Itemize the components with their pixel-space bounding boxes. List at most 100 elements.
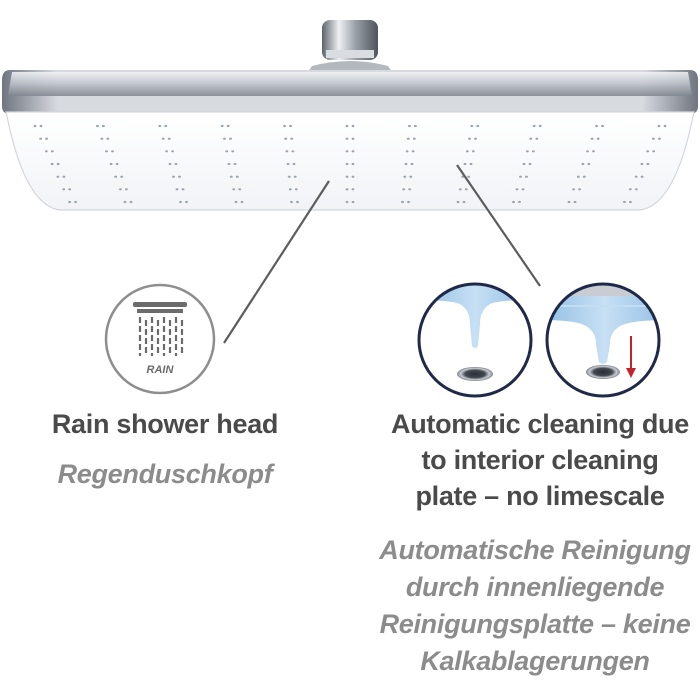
spray-nozzle (238, 188, 242, 191)
spray-nozzle (106, 137, 110, 140)
rain-icon-label: RAIN (147, 364, 175, 376)
spray-nozzle (403, 175, 407, 178)
spray-nozzle (178, 175, 181, 178)
spray-nozzle (351, 124, 355, 128)
spray-nozzle (408, 124, 411, 128)
spray-nozzle (109, 162, 113, 166)
spray-nozzle (464, 188, 468, 191)
cleaning-subtitle-line: Automatische Reinigung (379, 535, 691, 565)
spray-nozzle (573, 200, 577, 204)
spray-nozzle (74, 200, 77, 204)
down-arrow-icon (626, 336, 636, 378)
spray-nozzle (596, 137, 600, 140)
spray-nozzle (467, 175, 471, 178)
spray-nozzle (468, 137, 471, 140)
spray-nozzle (406, 137, 410, 140)
cleaning-subtitle-line: durch innenliegende (405, 572, 665, 602)
spray-nozzle (351, 200, 355, 204)
spray-nozzle (521, 188, 525, 191)
spray-nozzle (227, 162, 231, 166)
spray-nozzle (634, 175, 638, 178)
spray-nozzle (175, 188, 179, 191)
spray-nozzle (515, 188, 519, 191)
spray-nozzle (232, 188, 236, 191)
spray-nozzle (351, 175, 355, 178)
spray-nozzle (345, 137, 349, 140)
spray-nozzle (164, 124, 168, 128)
spray-nozzle (463, 162, 467, 166)
spray-nozzle (125, 188, 128, 191)
spray-nozzle (474, 137, 477, 140)
spray-nozzle (351, 150, 355, 153)
spray-nozzle (233, 162, 237, 166)
spray-nozzle (663, 124, 667, 128)
nozzle-cleaning-detail-icon (545, 282, 661, 398)
spray-nozzle (465, 150, 469, 153)
pointer-line-cleaning (456, 164, 541, 287)
shower-head (2, 20, 698, 211)
spray-nozzle (296, 200, 299, 204)
spray-nozzle (283, 124, 286, 128)
spray-nozzle (634, 188, 638, 191)
spray-nozzle (111, 150, 114, 153)
spray-nozzle (123, 200, 127, 204)
spray-nozzle (351, 188, 355, 191)
spray-nozzle (471, 150, 475, 153)
spray-nozzle (414, 124, 417, 128)
spray-nozzle (181, 188, 185, 191)
spray-nozzle (587, 162, 591, 166)
spray-nozzle (289, 124, 292, 128)
spray-nozzle (646, 162, 650, 166)
spray-nozzle (652, 150, 656, 153)
spray-nozzle (576, 175, 580, 178)
spray-nozzle (294, 188, 298, 191)
cleaning-feature-subtitle: Automatische Reinigung durch innenliegen… (370, 532, 700, 680)
spray-nozzle (105, 150, 108, 153)
spray-nozzle (658, 137, 661, 140)
spray-nozzle (120, 175, 124, 178)
spray-nozzle (229, 137, 232, 140)
spray-nozzle (223, 137, 226, 140)
spray-nozzle (623, 200, 626, 204)
spray-nozzle (68, 200, 71, 204)
cleaning-title-line: to interior cleaning (421, 445, 659, 475)
cleaning-subtitle-line: Reinigungsplatte – keine (379, 609, 691, 639)
cleaning-feature-title: Automatic cleaning due to interior clean… (380, 406, 700, 514)
spray-plate (5, 111, 695, 211)
spray-nozzle (657, 124, 661, 128)
spray-nozzle (629, 200, 632, 204)
rain-shower-icon: RAIN (104, 283, 216, 395)
spray-nozzle (408, 188, 412, 191)
spray-nozzle (290, 137, 294, 140)
spray-nozzle (640, 162, 644, 166)
spray-nozzle (45, 137, 48, 140)
spray-nozzle (512, 200, 515, 204)
spray-nozzle (522, 162, 526, 166)
spray-nozzle (601, 124, 604, 128)
cleaning-title-line: plate – no limescale (415, 481, 665, 511)
spray-nozzle (96, 124, 99, 128)
spray-nozzle (595, 124, 598, 128)
rain-feature-title: Rain shower head (51, 409, 279, 439)
spray-nozzle (240, 200, 244, 204)
spray-nozzle (572, 188, 575, 191)
spray-nozzle (171, 150, 175, 153)
spray-nozzle (345, 175, 349, 178)
spray-nozzle (532, 150, 535, 153)
spray-nozzle (345, 162, 349, 166)
spray-nozzle (528, 162, 532, 166)
spray-nozzle (345, 200, 349, 204)
spray-nozzle (50, 162, 54, 166)
spray-nozzle (529, 137, 533, 140)
spray-nozzle (469, 162, 473, 166)
spray-nozzle (652, 137, 655, 140)
spray-nozzle (231, 150, 235, 153)
spray-nozzle (291, 150, 295, 153)
spray-nozzle (287, 175, 291, 178)
spray-nozzle (628, 188, 632, 191)
spray-nozzle (234, 200, 238, 204)
spray-nozzle (592, 150, 595, 153)
spray-nozzle (538, 124, 542, 128)
spray-nozzle (158, 124, 162, 128)
